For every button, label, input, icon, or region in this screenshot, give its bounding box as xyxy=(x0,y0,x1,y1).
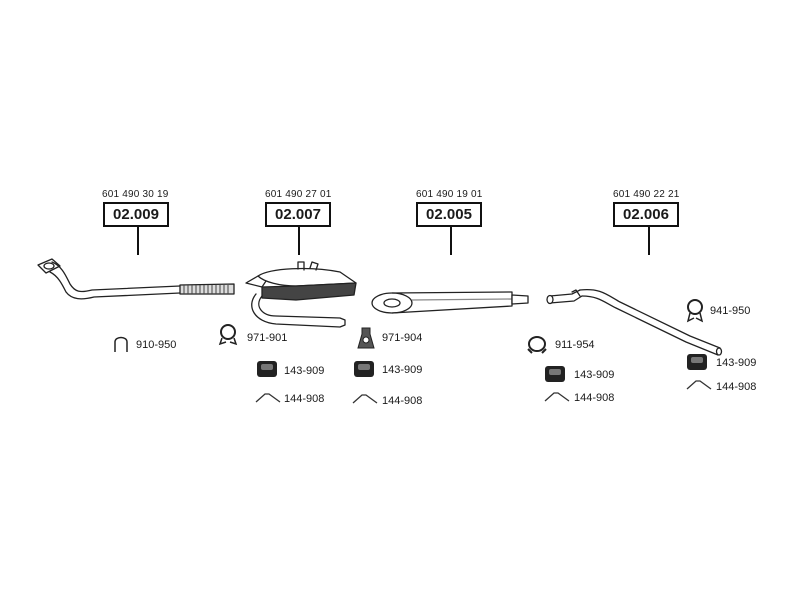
ref-box-front-silencer[interactable]: 02.007 xyxy=(265,202,331,227)
part-code: 941-950 xyxy=(710,305,751,317)
ref-box-tail-pipe[interactable]: 02.006 xyxy=(613,202,679,227)
part-code: 143-909 xyxy=(574,369,615,381)
strap-icon[interactable] xyxy=(255,391,281,403)
oem-number-front-pipe: 601 490 30 19 xyxy=(102,189,169,200)
part-code: 144-908 xyxy=(284,393,325,405)
leader-line xyxy=(137,227,139,255)
leader-line xyxy=(450,227,452,255)
oem-number-front-silencer: 601 490 27 01 xyxy=(265,189,332,200)
part-code: 144-908 xyxy=(574,392,615,404)
part-code: 910-950 xyxy=(136,339,177,351)
part-code: 143-909 xyxy=(716,357,757,369)
ref-box-front-pipe[interactable]: 02.009 xyxy=(103,202,169,227)
band-clamp-icon[interactable] xyxy=(526,333,548,355)
rubber-mount-icon[interactable] xyxy=(256,360,278,378)
part-code: 143-909 xyxy=(382,364,423,376)
leader-line xyxy=(648,227,650,255)
oem-number-middle-silencer: 601 490 19 01 xyxy=(416,189,483,200)
rubber-mount-icon[interactable] xyxy=(544,365,566,383)
strap-icon[interactable] xyxy=(352,392,378,404)
rubber-mount-icon[interactable] xyxy=(686,353,708,371)
strap-icon[interactable] xyxy=(544,390,570,402)
ring-hanger-icon[interactable] xyxy=(685,297,705,323)
leader-line xyxy=(298,227,300,255)
ring-hanger-icon[interactable] xyxy=(218,322,238,346)
part-code: 143-909 xyxy=(284,365,325,377)
ref-box-middle-silencer[interactable]: 02.005 xyxy=(416,202,482,227)
part-code: 144-908 xyxy=(382,395,423,407)
part-code: 144-908 xyxy=(716,381,757,393)
part-code: 971-904 xyxy=(382,332,423,344)
part-code: 971-901 xyxy=(247,332,288,344)
strap-icon[interactable] xyxy=(686,378,712,390)
mount-bracket-icon[interactable] xyxy=(356,326,376,350)
rubber-mount-icon[interactable] xyxy=(353,360,375,378)
u-clamp-icon[interactable] xyxy=(113,334,129,354)
oem-number-tail-pipe: 601 490 22 21 xyxy=(613,189,680,200)
part-code: 911-954 xyxy=(555,339,595,351)
